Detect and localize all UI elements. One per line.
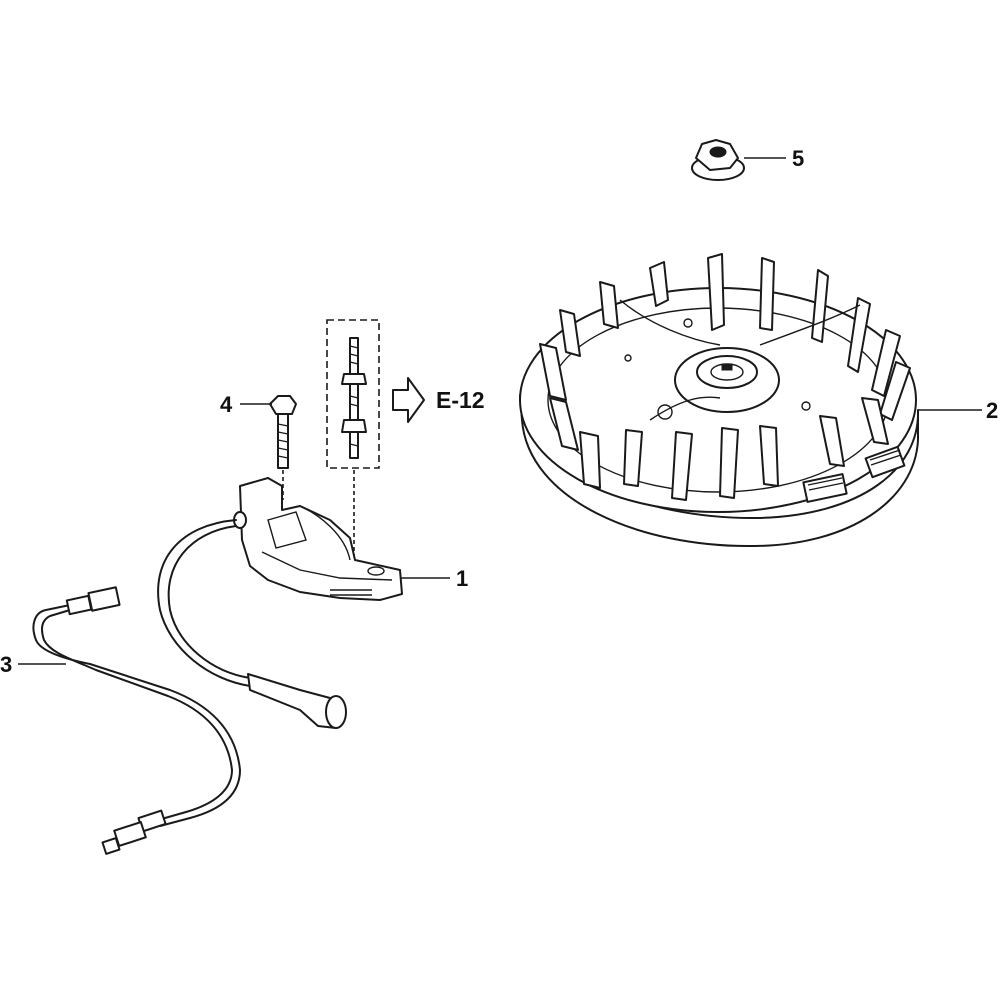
- ignition-coil-drawing: [233, 477, 403, 601]
- flange-nut-drawing: [691, 139, 745, 181]
- callout-4: 4: [220, 392, 233, 417]
- callout-5: 5: [792, 146, 804, 171]
- stud-bolt-drawing: [326, 319, 380, 469]
- reference-label: E-12: [436, 387, 485, 413]
- callout-2: 2: [986, 398, 998, 423]
- flywheel-drawing: [519, 253, 920, 548]
- callout-3: 3: [0, 652, 12, 677]
- flange-bolt-drawing: [269, 395, 297, 469]
- reference-arrow-icon: [392, 377, 425, 423]
- plug-lead-drawing: [157, 519, 347, 729]
- callout-1: 1: [456, 566, 468, 591]
- stop-wire-drawing: [32, 586, 241, 855]
